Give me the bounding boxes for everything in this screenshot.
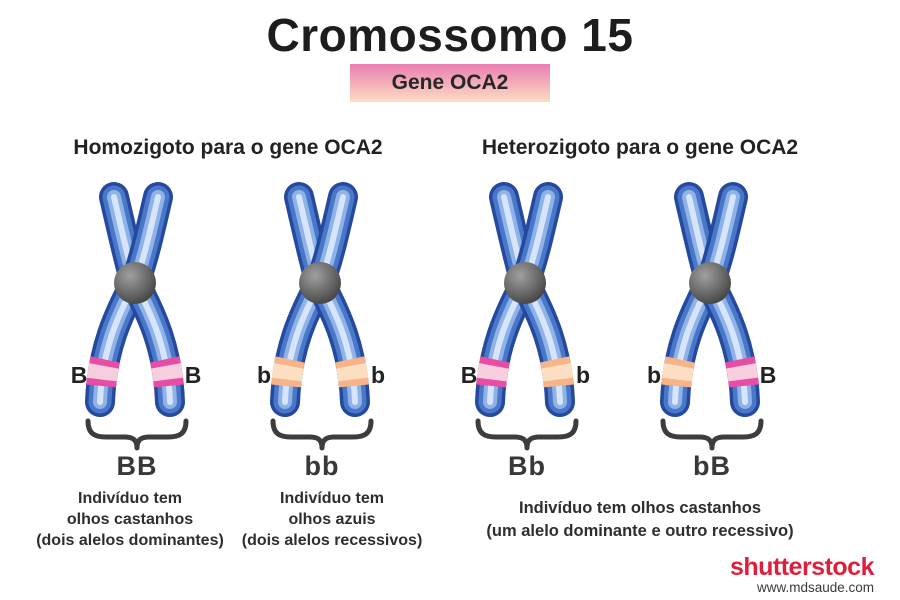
brace-icon: [88, 421, 186, 448]
centromere: [114, 262, 156, 304]
brace-icon: [663, 421, 761, 448]
page-title: Cromossomo 15: [266, 9, 634, 61]
brace-icon: [478, 421, 576, 448]
genotype-bracket: [474, 418, 580, 452]
chromosome-homozygous-bb: b b bb: [247, 175, 397, 481]
allele-label-left: b: [646, 362, 662, 388]
description-bb: Indivíduo tem olhos azuis (dois alelos r…: [212, 488, 452, 551]
gene-badge: Gene OCA2: [350, 64, 550, 102]
allele-label-left: b: [256, 362, 272, 388]
genotype-label: BB: [116, 451, 158, 481]
section-header-homozygote: Homozigoto para o gene OCA2: [73, 136, 383, 159]
description-line: Indivíduo tem: [280, 490, 384, 507]
genotype-bracket: [659, 418, 765, 452]
description-line: Indivíduo tem olhos castanhos: [518, 499, 762, 517]
description-heterozygous: Indivíduo tem olhos castanhos (um alelo …: [440, 497, 840, 543]
description-line: (dois alelos recessivos): [241, 532, 423, 549]
description-line: olhos castanhos: [66, 511, 194, 528]
chromosome-graphic: [452, 175, 602, 425]
brace-icon: [273, 421, 371, 448]
allele-label-right: b: [575, 362, 591, 388]
description-line: (um alelo dominante e outro recessivo): [486, 522, 794, 540]
genotype-bracket: [84, 418, 190, 452]
centromere: [689, 262, 731, 304]
watermark: shutterstock www.mdsaude.com: [729, 553, 875, 595]
chromosome-graphic: [62, 175, 212, 425]
allele-label-right: B: [759, 362, 777, 388]
allele-label-left: B: [70, 362, 88, 388]
centromere: [504, 262, 546, 304]
genotype-label: bB: [693, 451, 731, 481]
genotype-label: bb: [304, 451, 340, 481]
description-line: olhos azuis: [288, 511, 376, 528]
chromosome-heterozygous-Bb: B b Bb: [452, 175, 602, 481]
chromosome-graphic: [637, 175, 787, 425]
genotype-bracket: [269, 418, 375, 452]
centromere: [299, 262, 341, 304]
watermark-url: www.mdsaude.com: [756, 580, 874, 595]
chromosome-heterozygous-bB: b B bB: [637, 175, 787, 481]
allele-label-right: b: [370, 362, 386, 388]
description-BB: Indivíduo tem olhos castanhos (dois alel…: [10, 488, 250, 551]
allele-label-left: B: [460, 362, 478, 388]
description-line: Indivíduo tem: [78, 490, 182, 507]
chromosome-graphic: [247, 175, 397, 425]
section-header-heterozygote: Heterozigoto para o gene OCA2: [481, 136, 799, 159]
genotype-label: Bb: [508, 451, 546, 481]
allele-label-right: B: [184, 362, 202, 388]
shutterstock-logo: shutterstock: [729, 553, 875, 581]
description-line: (dois alelos dominantes): [36, 532, 224, 549]
chromosome-homozygous-BB: B B BB: [62, 175, 212, 481]
